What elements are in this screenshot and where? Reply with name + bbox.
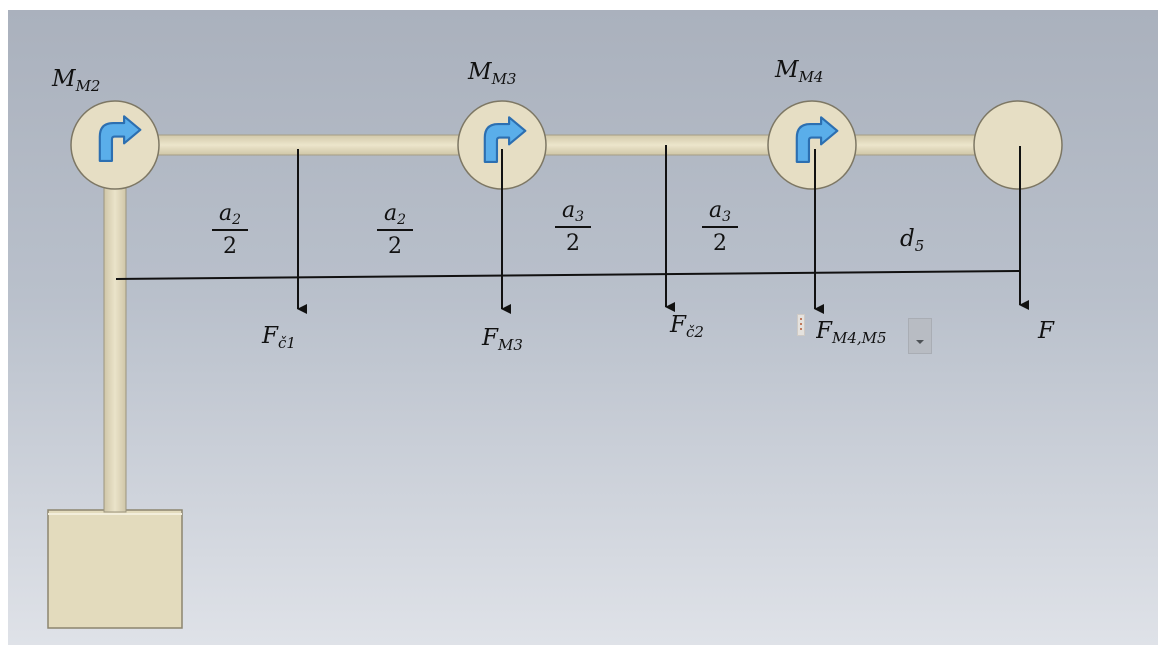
dropdown-caret-icon[interactable] <box>908 318 932 354</box>
arm-segment-2 <box>542 134 772 156</box>
force-label-fc2: Fč2 <box>670 312 704 341</box>
arm-segment-3 <box>852 134 980 156</box>
joint-m4 <box>767 100 857 190</box>
force-label-f: F <box>1038 318 1054 344</box>
force-label-fm3: FM3 <box>482 325 523 354</box>
joint-m2 <box>70 100 160 190</box>
force-label-fc1: Fč1 <box>262 323 296 352</box>
distance-a2-half-1: a2 2 <box>212 200 248 260</box>
drag-handle-icon[interactable] <box>797 314 805 336</box>
moment-label-m3: MM3 <box>468 59 517 88</box>
end-effector-joint <box>973 100 1063 190</box>
moment-label-m2: MM2 <box>52 66 101 95</box>
vertical-column <box>103 179 127 513</box>
dimension-baseline <box>115 270 1021 280</box>
distance-a3-half-2: a3 2 <box>702 197 738 257</box>
viewport-background <box>8 10 1158 645</box>
base-block <box>47 509 183 629</box>
arm-segment-1 <box>149 134 463 156</box>
moment-label-m4: MM4 <box>775 57 824 86</box>
distance-a3-half-1: a3 2 <box>555 197 591 257</box>
force-label-fm45: FM4,M5 <box>816 320 887 347</box>
distance-d5: d5 <box>900 226 925 255</box>
distance-a2-half-2: a2 2 <box>377 200 413 260</box>
